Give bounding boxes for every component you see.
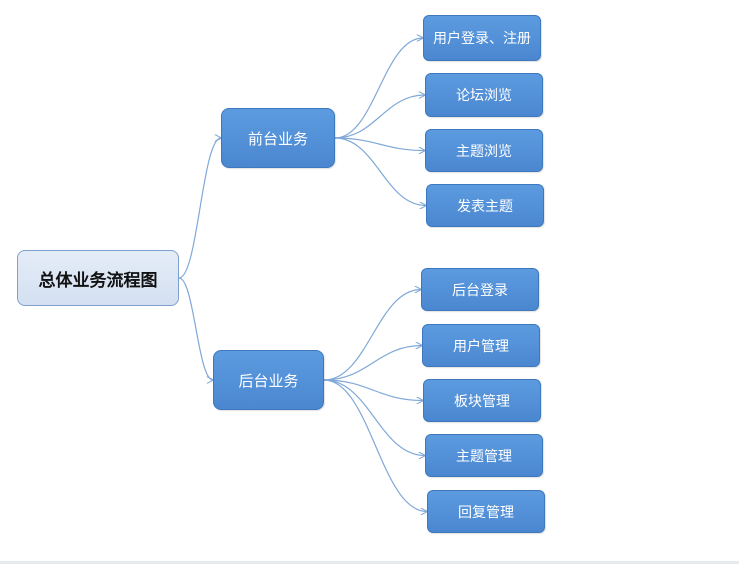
leaf-node-backend-4[interactable]: 主题管理: [425, 434, 543, 477]
connector-root-backend: [178, 277, 213, 380]
leaf-node-frontend-1[interactable]: 用户登录、注册: [423, 15, 541, 61]
leaf-node-backend-5[interactable]: 回复管理: [427, 490, 545, 533]
branch-node-label: 后台业务: [238, 371, 299, 390]
leaf-node-backend-2[interactable]: 用户管理: [422, 324, 540, 367]
leaf-node-label: 主题管理: [456, 448, 512, 465]
leaf-node-label: 回复管理: [458, 504, 514, 521]
leaf-node-label: 用户管理: [453, 338, 509, 355]
root-node[interactable]: 总体业务流程图: [17, 250, 179, 306]
branch-node-backend[interactable]: 后台业务: [213, 350, 324, 410]
connector-backend-3: [323, 379, 423, 401]
leaf-node-label: 板块管理: [454, 393, 510, 410]
connector-backend-2: [323, 346, 422, 381]
bottom-divider: [0, 561, 739, 564]
leaf-node-label: 论坛浏览: [456, 88, 512, 104]
leaf-node-frontend-2[interactable]: 论坛浏览: [425, 73, 543, 117]
connector-frontend-3: [334, 137, 425, 151]
leaf-node-label: 用户登录、注册: [433, 31, 531, 47]
leaf-node-frontend-3[interactable]: 主题浏览: [425, 129, 543, 172]
connector-root-frontend: [178, 138, 221, 279]
branch-node-frontend[interactable]: 前台业务: [221, 108, 335, 168]
leaf-node-backend-1[interactable]: 后台登录: [421, 268, 539, 311]
leaf-node-backend-3[interactable]: 板块管理: [423, 379, 541, 422]
connector-backend-4: [323, 379, 425, 456]
branch-node-label: 前台业务: [247, 129, 308, 148]
leaf-node-label: 后台登录: [452, 282, 508, 299]
connector-frontend-4: [334, 137, 426, 206]
connector-backend-1: [323, 290, 421, 381]
connector-frontend-1: [334, 38, 423, 139]
root-node-label: 总体业务流程图: [38, 270, 158, 291]
connector-frontend-2: [334, 95, 425, 139]
leaf-node-frontend-4[interactable]: 发表主题: [426, 184, 544, 227]
leaf-node-label: 发表主题: [457, 198, 513, 215]
connector-backend-5: [323, 379, 427, 512]
leaf-node-label: 主题浏览: [456, 143, 512, 160]
